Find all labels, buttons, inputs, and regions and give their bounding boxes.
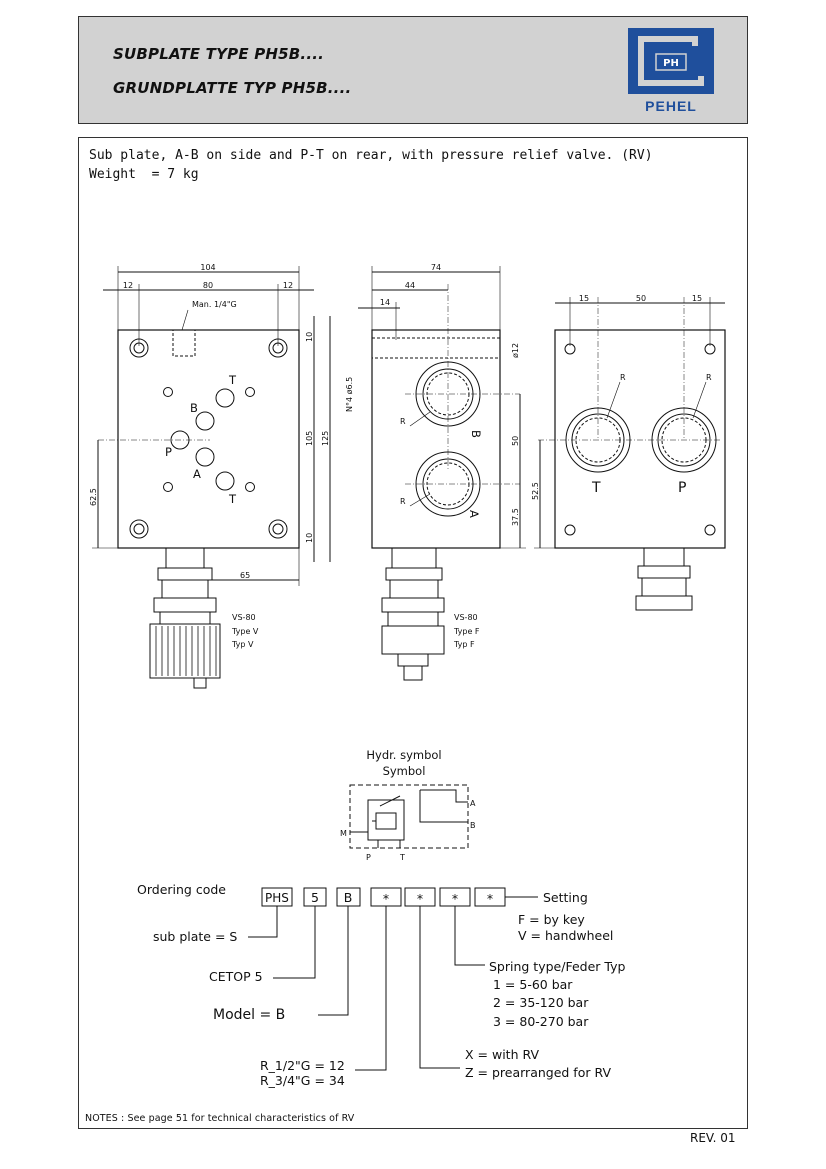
valve-f-name: VS-80	[454, 613, 478, 622]
manometer-port	[172, 329, 196, 357]
spring-type-1: 1 = 5-60 bar	[493, 977, 573, 992]
port-a: A	[193, 467, 201, 481]
port-p: P	[165, 445, 172, 459]
port-b: B	[190, 401, 198, 415]
setting-f: F = by key	[518, 912, 585, 927]
dim-12-right: 12	[283, 281, 293, 290]
symbol-b: B	[470, 821, 476, 830]
rear-plate	[554, 329, 726, 549]
dim-52-5: 52.5	[531, 482, 540, 500]
brand-name: PEHEL	[645, 98, 697, 114]
symbol-t: T	[399, 853, 405, 862]
valve-v-type: Type V	[231, 627, 259, 636]
title-english: SUBPLATE TYPE PH5B....	[113, 45, 325, 63]
rv-option-z: Z = prearranged for RV	[465, 1065, 611, 1080]
rear-port-t: T	[591, 480, 601, 496]
spring-type-title: Spring type/Feder Typ	[489, 959, 625, 974]
revision-label: REV. 01	[690, 1131, 736, 1145]
port-t-bottom: T	[228, 492, 237, 506]
rear-radius-1: R	[620, 373, 626, 382]
pehel-logo: PH PEHEL	[628, 28, 714, 116]
dim-12-left: 12	[123, 281, 133, 290]
cetop-code: CETOP 5	[209, 969, 263, 984]
dim-37-5: 37.5	[511, 508, 520, 526]
front-plate	[117, 329, 300, 549]
dim-80: 80	[203, 281, 213, 290]
notes: NOTES : See page 51 for technical charac…	[85, 1113, 355, 1124]
side-port-a: A	[467, 510, 481, 518]
code-box-rv: *	[417, 891, 423, 906]
thread-34: R_3/4"G = 34	[260, 1073, 345, 1088]
valve-type-f	[381, 547, 445, 681]
side-port-b: B	[469, 430, 483, 438]
intro-line-1: Sub plate, A-B on side and P-T on rear, …	[89, 148, 653, 163]
model-code: Model = B	[213, 1007, 285, 1023]
code-box-size: 5	[311, 890, 319, 905]
setting-title: Setting	[543, 890, 588, 905]
document-header: SUBPLATE TYPE PH5B.... GRUNDPLATTE TYP P…	[78, 16, 748, 124]
ordering-code-label: Ordering code	[137, 882, 226, 897]
intro-text: Sub plate, A-B on side and P-T on rear, …	[89, 146, 653, 184]
port-t-top: T	[228, 373, 237, 387]
side-view: 74 44 14 N°4 ø6.5 ø12 R R B A 50 37.5	[345, 263, 526, 681]
front-view: 104 80 12 12 Man. 1/4"G T B P A T 10 105…	[89, 263, 331, 689]
symbol-title-en: Hydr. symbol	[366, 748, 441, 762]
dim-10-bottom: 10	[305, 533, 314, 543]
logo-letters: PH	[663, 58, 679, 69]
dim-14: 14	[380, 298, 390, 307]
code-box-model: B	[344, 890, 353, 905]
dim-d12: ø12	[511, 343, 520, 358]
code-box-spring: *	[452, 891, 458, 906]
rear-radius-2: R	[706, 373, 712, 382]
symbol-p: P	[366, 853, 371, 862]
valve-v-typ: Typ V	[231, 640, 254, 649]
spring-type-2: 2 = 35-120 bar	[493, 995, 589, 1010]
radius-label-2: R	[400, 497, 406, 506]
dim-holes-d6-5: N°4 ø6.5	[345, 377, 354, 412]
rear-valve-stub	[635, 547, 693, 611]
drawing-frame: Sub plate, A-B on side and P-T on rear, …	[78, 137, 748, 1129]
dim-125: 125	[321, 431, 330, 446]
valve-f-type: Type F	[453, 627, 480, 636]
pehel-logo-icon: PH	[628, 28, 714, 94]
rv-option-x: X = with RV	[465, 1047, 539, 1062]
rear-port-p: P	[678, 480, 686, 496]
valve-f-typ: Typ F	[453, 640, 475, 649]
dim-50-rear: 50	[636, 294, 646, 303]
dim-105: 105	[305, 431, 314, 446]
dim-74: 74	[431, 263, 441, 272]
code-box-setting: *	[487, 891, 493, 906]
sub-plate-code: sub plate = S	[153, 929, 237, 944]
dim-104: 104	[200, 263, 215, 272]
note-manometer-port: Man. 1/4"G	[192, 300, 237, 309]
hydraulic-symbol: Hydr. symbol Symbol M P T A B	[340, 748, 476, 862]
setting-v: V = handwheel	[518, 928, 613, 943]
dim-15-left: 15	[579, 294, 589, 303]
symbol-a: A	[470, 799, 476, 808]
radius-label-1: R	[400, 417, 406, 426]
spring-type-3: 3 = 80-270 bar	[493, 1014, 589, 1029]
dim-10-top: 10	[305, 332, 314, 342]
thread-12: R_1/2"G = 12	[260, 1058, 345, 1073]
ordering-code: Ordering code PHS 5 B * * * * Setting F …	[137, 882, 625, 1088]
dim-50-side: 50	[511, 436, 520, 446]
title-german: GRUNDPLATTE TYP PH5B....	[113, 79, 352, 97]
intro-line-2: Weight = 7 kg	[89, 167, 199, 182]
dim-44: 44	[405, 281, 415, 290]
code-box-phs: PHS	[265, 891, 289, 905]
symbol-title-de: Symbol	[383, 764, 426, 778]
valve-v-name: VS-80	[232, 613, 256, 622]
dim-15-right: 15	[692, 294, 702, 303]
valve-type-v	[149, 547, 221, 689]
dim-62-5: 62.5	[89, 488, 98, 506]
dim-65: 65	[240, 571, 250, 580]
code-box-thread: *	[383, 891, 389, 906]
symbol-m: M	[340, 829, 347, 838]
rear-view: 15 50 15 R R T P 52.5	[531, 294, 726, 611]
